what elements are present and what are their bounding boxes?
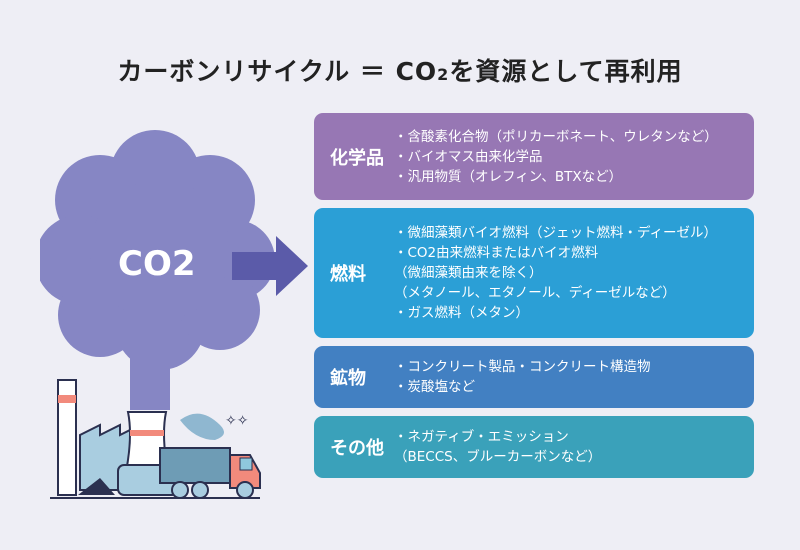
list-item: （BECCS、ブルーカーボンなど） [394,449,602,465]
category-items: ・ネガティブ・エミッション （BECCS、ブルーカーボンなど） [394,427,601,467]
factory-truck-illustration: ✧✧ [50,379,261,499]
category-items: ・コンクリート製品・コンクリート構造物 ・炭酸塩など [394,357,651,397]
list-item: ・ネガティブ・エミッション [394,429,569,445]
list-item: ・含酸素化合物（ポリカーボネート、ウレタンなど） [394,128,718,145]
category-others: その他 ・ネガティブ・エミッション （BECCS、ブルーカーボンなど） [314,416,754,478]
list-item: ・微細藻類バイオ燃料（ジェット燃料・ディーゼル） [394,225,718,241]
list-item: ・コンクリート製品・コンクリート構造物 [394,359,651,375]
list-item: （微細藻類由来を除く） [394,265,543,281]
category-label: 燃料 [330,264,366,285]
title-text-suffix: を資源として再利用 [449,57,683,86]
category-items: ・微細藻類バイオ燃料（ジェット燃料・ディーゼル） ・CO2由来燃料またはバイオ燃… [394,223,717,323]
svg-text:✧✧: ✧✧ [225,413,249,429]
category-label: その他 [330,438,384,459]
arrow-right-icon [232,236,308,296]
list-item: （メタノール、エタノール、ディーゼルなど） [394,285,676,301]
co2-label: CO2 [118,244,196,284]
co2-cloud-icon [40,130,275,410]
category-label: 鉱物 [330,368,366,389]
category-fuels: 燃料 ・微細藻類バイオ燃料（ジェット燃料・ディーゼル） ・CO2由来燃料またはバ… [314,208,754,338]
title-subscript: 2 [437,65,450,84]
list-item: ・CO2由来燃料またはバイオ燃料 [394,245,599,261]
list-item: ・炭酸塩など [394,379,475,395]
category-label: 化学品 [330,147,384,169]
category-items: ・含酸素化合物（ポリカーボネート、ウレタンなど） ・バイオマス由来化学品 ・汎用… [394,127,718,187]
list-item: ・ガス燃料（メタン） [394,305,529,321]
list-item: ・バイオマス由来化学品 [394,148,543,165]
page-title: カーボンリサイクル ＝ CO2を資源として再利用 [0,52,800,88]
category-chemicals: 化学品 ・含酸素化合物（ポリカーボネート、ウレタンなど） ・バイオマス由来化学品… [314,113,754,200]
list-item: ・汎用物質（オレフィン、BTXなど） [394,168,623,185]
category-minerals: 鉱物 ・コンクリート製品・コンクリート構造物 ・炭酸塩など [314,346,754,408]
title-text: カーボンリサイクル ＝ CO [117,57,438,86]
